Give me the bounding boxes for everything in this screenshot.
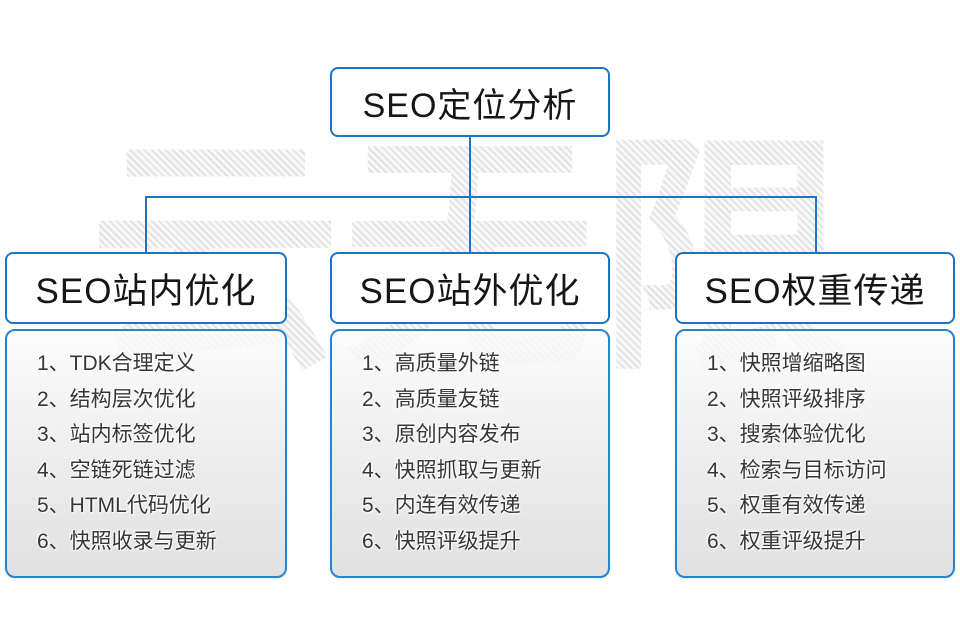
list-item: 6、快照收录与更新 (37, 529, 217, 553)
list-item: 3、原创内容发布 (362, 423, 521, 446)
list-item: 5、权重有效传递 (707, 494, 866, 517)
list-item: 1、高质量外链 (362, 352, 500, 375)
list-item: 4、快照抓取与更新 (362, 458, 542, 482)
connector-drop-offsite (469, 197, 471, 252)
list-item: 2、高质量友链 (362, 387, 500, 411)
node-onsite-header: SEO站内优化 (5, 252, 287, 324)
column-offsite: SEO站外优化 1、高质量外链 2、高质量友链 3、原创内容发布 4、快照抓取与… (330, 252, 610, 578)
list-item: 3、搜索体验优化 (707, 423, 866, 446)
onsite-items: 1、TDK合理定义 2、结构层次优化 3、站内标签优化 4、空链死链过滤 5、H… (37, 346, 285, 559)
connector-drop-onsite (145, 197, 147, 252)
column-onsite: SEO站内优化 1、TDK合理定义 2、结构层次优化 3、站内标签优化 4、空链… (5, 252, 287, 578)
node-onsite-title: SEO站内优化 (35, 271, 257, 311)
list-item: 1、TDK合理定义 (37, 352, 196, 375)
list-item: 6、快照评级提升 (362, 529, 521, 553)
node-weight-list: 1、快照增缩略图 2、快照评级排序 3、搜索体验优化 4、检索与目标访问 5、权… (675, 329, 955, 578)
node-offsite-list: 1、高质量外链 2、高质量友链 3、原创内容发布 4、快照抓取与更新 5、内连有… (330, 329, 610, 578)
list-item: 2、结构层次优化 (37, 387, 196, 411)
list-item: 3、站内标签优化 (37, 423, 196, 446)
root-node-title: SEO定位分析 (362, 86, 578, 125)
list-item: 1、快照增缩略图 (707, 352, 866, 375)
node-offsite-header: SEO站外优化 (330, 252, 610, 324)
column-weight: SEO权重传递 1、快照增缩略图 2、快照评级排序 3、搜索体验优化 4、检索与… (675, 252, 955, 578)
node-weight-title: SEO权重传递 (704, 271, 926, 311)
connector-horizontal-bar (145, 196, 817, 198)
list-item: 6、权重评级提升 (707, 529, 866, 553)
node-onsite-list: 1、TDK合理定义 2、结构层次优化 3、站内标签优化 4、空链死链过滤 5、H… (5, 329, 287, 578)
node-offsite-title: SEO站外优化 (359, 271, 581, 311)
weight-items: 1、快照增缩略图 2、快照评级排序 3、搜索体验优化 4、检索与目标访问 5、权… (707, 346, 953, 559)
offsite-items: 1、高质量外链 2、高质量友链 3、原创内容发布 4、快照抓取与更新 5、内连有… (362, 346, 608, 559)
node-weight-header: SEO权重传递 (675, 252, 955, 324)
root-node: SEO定位分析 (330, 67, 610, 137)
list-item: 2、快照评级排序 (707, 387, 866, 411)
list-item: 5、HTML代码优化 (37, 494, 211, 517)
connector-drop-weight (815, 197, 817, 252)
list-item: 4、空链死链过滤 (37, 458, 196, 482)
list-item: 4、检索与目标访问 (707, 458, 887, 482)
list-item: 5、内连有效传递 (362, 494, 521, 517)
connector-root-vertical (469, 137, 471, 197)
